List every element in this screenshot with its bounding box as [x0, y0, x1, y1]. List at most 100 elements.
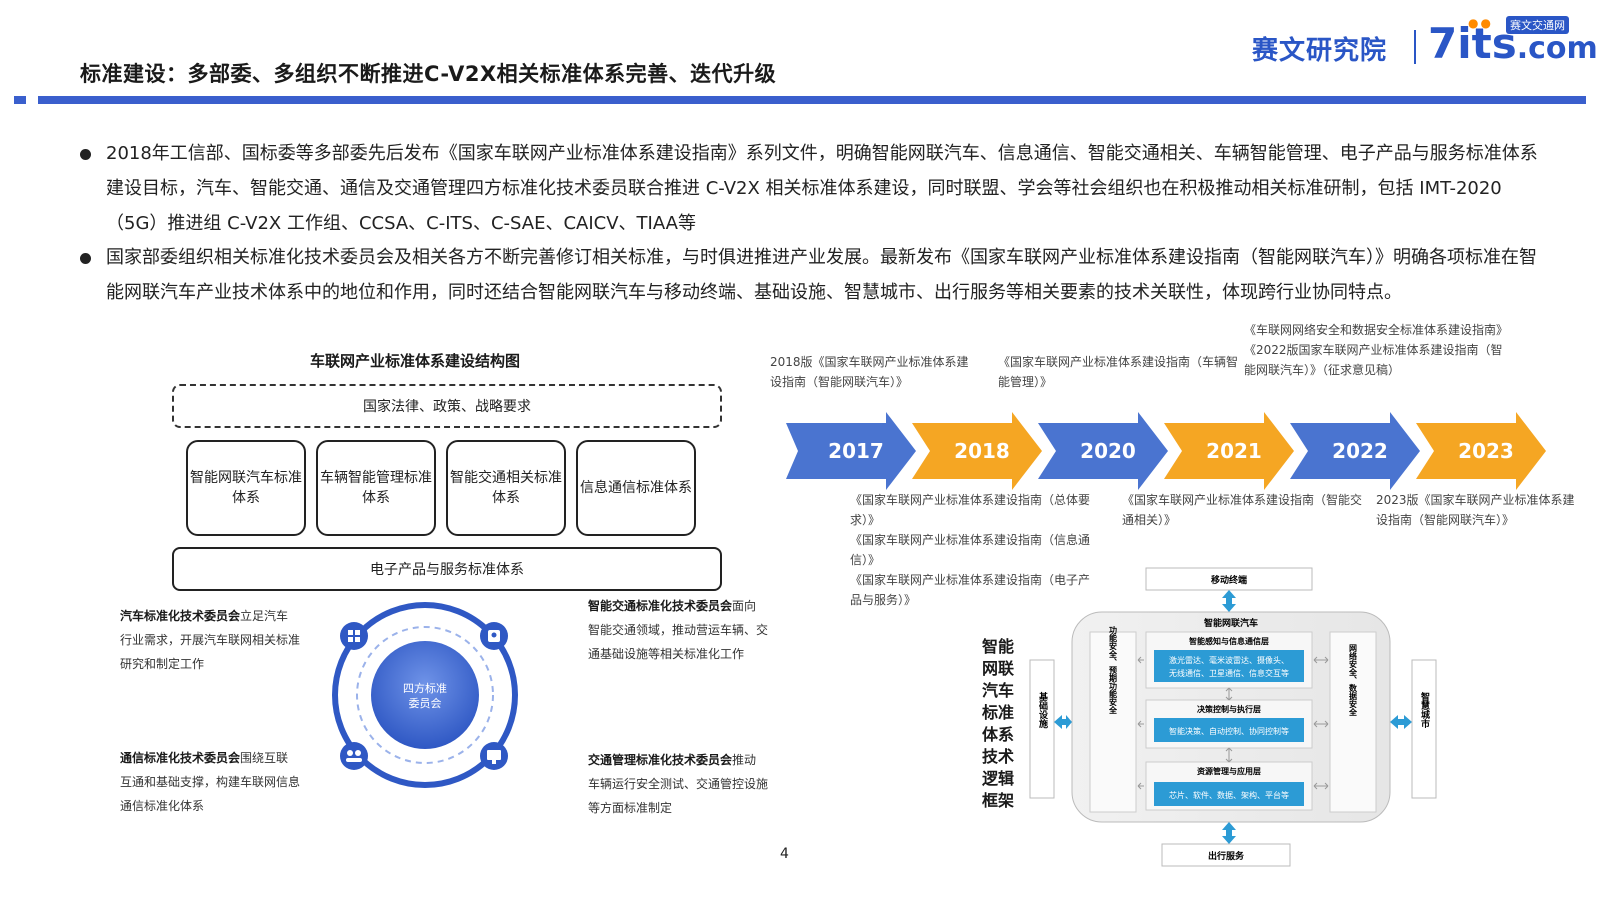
- logo-dots-icon: ●●: [1468, 16, 1493, 30]
- committee-desc: 立足汽车行业需求，开展汽车联网相关标准研究和制定工作: [120, 609, 301, 671]
- logo-separator: [1414, 30, 1416, 64]
- timeline-bottom-2021: 《国家车联网产业标准体系建设指南（智能交通相关）》: [1122, 490, 1362, 530]
- cyber-safety-box: [1329, 631, 1377, 813]
- committee-its: 智能交通标准化技术委员会面向智能交通领域，推动营运车辆、交通基础设施等相关标准化…: [588, 594, 768, 666]
- logo-en-main: 7its: [1428, 19, 1517, 68]
- horizontal-arrow-icon: [1390, 715, 1412, 729]
- timeline-arrow-2023: [1416, 412, 1546, 490]
- logo-en-suffix: .com: [1516, 31, 1598, 66]
- travel-service-label: 出行服务: [1208, 850, 1245, 862]
- committee-name: 汽车标准化技术委员会: [120, 609, 241, 623]
- standard-box-its: 智能交通相关标准体系: [446, 440, 566, 536]
- timeline-year-label: 2021: [1206, 439, 1262, 463]
- timeline-top-2018: 2018版《国家车联网产业标准体系建设指南（智能网联汽车）》: [770, 352, 980, 392]
- logo-en: 7its.com: [1428, 20, 1598, 73]
- committee-car: 汽车标准化技术委员会立足汽车行业需求，开展汽车联网相关标准研究和制定工作: [120, 604, 300, 676]
- layer-title: 资源管理与应用层: [1197, 766, 1261, 776]
- timeline-doc: 《2022版国家车联网产业标准体系建设指南（智能网联汽车）》（征求意见稿）: [1244, 343, 1503, 377]
- timeline-top-2020: 《国家车联网产业标准体系建设指南（车辆智能管理）》: [998, 352, 1238, 392]
- electronic-services-box: 电子产品与服务标准体系: [172, 547, 722, 591]
- its-committee-icon: [480, 622, 508, 650]
- vertical-arrow-icon: [1222, 590, 1236, 612]
- timeline-doc: 《国家车联网产业标准体系建设指南（总体要求）》: [850, 493, 1091, 527]
- timeline-arrow-2017: [786, 412, 916, 490]
- bullet-1: 2018年工信部、国标委等多部委先后发布《国家车联网产业标准体系建设指南》系列文…: [80, 136, 1550, 241]
- timeline-doc: 2023版《国家车联网产业标准体系建设指南（智能网联汽车）》: [1376, 493, 1575, 527]
- bullet-text: 国家部委组织相关标准化技术委员会及相关各方不断完善修订相关标准，与时俱进推进产业…: [106, 247, 1537, 303]
- dashed-ring: [356, 626, 494, 764]
- bullet-2: 国家部委组织相关标准化技术委员会及相关各方不断完善修订相关标准，与时俱进推进产业…: [80, 240, 1550, 310]
- timeline-year-label: 2017: [828, 439, 884, 463]
- committee-name: 交通管理标准化技术委员会: [588, 753, 733, 767]
- timeline-top-2022: 《车联网网络安全和数据安全标准体系建设指南》 《2022版国家车联网产业标准体系…: [1244, 320, 1509, 380]
- timeline-arrow-2022: [1290, 412, 1420, 490]
- committee-desc: 围绕互联互通和基础支撑，构建车联网信息通信标准化体系: [120, 751, 301, 813]
- car-committee-icon: [340, 622, 368, 650]
- timeline-year-label: 2020: [1080, 439, 1136, 463]
- center-circle: [371, 641, 479, 749]
- logo-cn: 赛文研究院: [1252, 36, 1388, 66]
- smart-city-box: [1411, 659, 1437, 799]
- layer-content-box: [1154, 718, 1304, 742]
- infrastructure-box: [1029, 659, 1055, 799]
- committee-traffic: 交通管理标准化技术委员会推动车辆运行安全测试、交通管控设施等方面标准制定: [588, 748, 768, 820]
- functional-safety-box: [1089, 631, 1137, 813]
- timeline-doc: 《国家车联网产业标准体系建设指南（车辆智能管理）》: [998, 355, 1239, 389]
- standard-box-vehicle-mgmt: 车辆智能管理标准体系: [316, 440, 436, 536]
- layer-content-box: [1154, 650, 1304, 682]
- layer-title: 决策控制与执行层: [1197, 704, 1261, 714]
- logic-framework-title: 智能网联汽车标准体系技术逻辑框架: [981, 637, 1014, 810]
- cyber-safety-label: 网络安全、数据安全: [1348, 644, 1358, 717]
- committee-name: 智能交通标准化技术委员会: [588, 599, 733, 613]
- smart-city-label: 智慧城市: [1419, 691, 1430, 729]
- icv-title: 智能网联汽车: [1204, 617, 1258, 629]
- layer-content-line: 激光雷达、毫米波雷达、摄像头、: [1169, 655, 1289, 665]
- committee-desc: 推动车辆运行安全测试、交通管控设施等方面标准制定: [588, 753, 769, 815]
- layer-content-line: 无线通信、卫星通信、信息交互等: [1169, 668, 1289, 678]
- committee-desc: 面向智能交通领域，推动营运车辆、交通基础设施等相关标准化工作: [588, 599, 769, 661]
- layer-content-line: 智能决策、自动控制、协同控制等: [1169, 726, 1289, 736]
- infrastructure-label: 基础设施: [1037, 691, 1049, 729]
- timeline-doc: 《国家车联网产业标准体系建设指南（信息通信）》: [850, 533, 1091, 567]
- travel-service-box: [1161, 843, 1291, 867]
- page-number: 4: [780, 846, 789, 862]
- page-title: 标准建设：多部委、多组织不断推进C-V2X相关标准体系完善、迭代升级: [80, 62, 777, 86]
- layer-content-box: [1154, 782, 1304, 806]
- timeline-arrow-2020: [1038, 412, 1168, 490]
- structure-diagram-title: 车联网产业标准体系建设结构图: [310, 352, 521, 370]
- committee-ring-diagram: 四方标准 委员会: [332, 602, 518, 788]
- timeline-year-label: 2023: [1458, 439, 1514, 463]
- center-label-line2: 委员会: [409, 697, 442, 710]
- functional-safety-label: 功能安全、预期功能安全: [1108, 625, 1118, 715]
- layer-content-line: 芯片、软件、数据、架构、平台等: [1169, 790, 1289, 800]
- timeline-doc: 《国家车联网产业标准体系建设指南（电子产品与服务）》: [850, 573, 1091, 607]
- mobile-terminal-label: 移动终端: [1211, 574, 1247, 586]
- timeline-doc: 《国家车联网产业标准体系建设指南（智能交通相关）》: [1122, 493, 1363, 527]
- center-label-line1: 四方标准: [403, 681, 447, 695]
- layer-title: 智能感知与信息通信层: [1189, 636, 1269, 646]
- committee-comm: 通信标准化技术委员会围绕互联互通和基础支撑，构建车联网信息通信标准化体系: [120, 746, 300, 818]
- bullet-text: 2018年工信部、国标委等多部委先后发布《国家车联网产业标准体系建设指南》系列文…: [106, 143, 1538, 234]
- standard-box-ict: 信息通信标准体系: [576, 440, 696, 536]
- title-rule-accent: [14, 96, 26, 104]
- standard-box-icv: 智能网联汽车标准体系: [186, 440, 306, 536]
- inner-connector-icons: [1137, 656, 1329, 790]
- timeline-bottom-2018: 《国家车联网产业标准体系建设指南（总体要求）》 《国家车联网产业标准体系建设指南…: [850, 490, 1100, 610]
- title-rule: [38, 96, 1586, 104]
- timeline-bottom-2023: 2023版《国家车联网产业标准体系建设指南（智能网联汽车）》: [1376, 490, 1576, 530]
- horizontal-arrow-icon: [1054, 715, 1072, 729]
- comm-committee-icon: [340, 742, 368, 770]
- law-policy-box: 国家法律、政策、战略要求: [172, 384, 722, 428]
- bullet-dot-icon: [80, 149, 91, 160]
- timeline-year-label: 2022: [1332, 439, 1388, 463]
- outer-ring: [332, 602, 518, 788]
- logic-framework-diagram: 移动终端 出行服务 基础设施 智慧城市 智能网联汽车 功能安全、预期功能安全 网…: [1029, 567, 1437, 867]
- committee-name: 通信标准化技术委员会: [120, 751, 241, 765]
- timeline-arrow-2021: [1164, 412, 1294, 490]
- bullet-dot-icon: [80, 253, 91, 264]
- timeline-doc: 2018版《国家车联网产业标准体系建设指南（智能网联汽车）》: [770, 355, 969, 389]
- traffic-committee-icon: [480, 742, 508, 770]
- timeline-arrow-2018: [912, 412, 1042, 490]
- timeline-doc: 《车联网网络安全和数据安全标准体系建设指南》: [1244, 323, 1509, 337]
